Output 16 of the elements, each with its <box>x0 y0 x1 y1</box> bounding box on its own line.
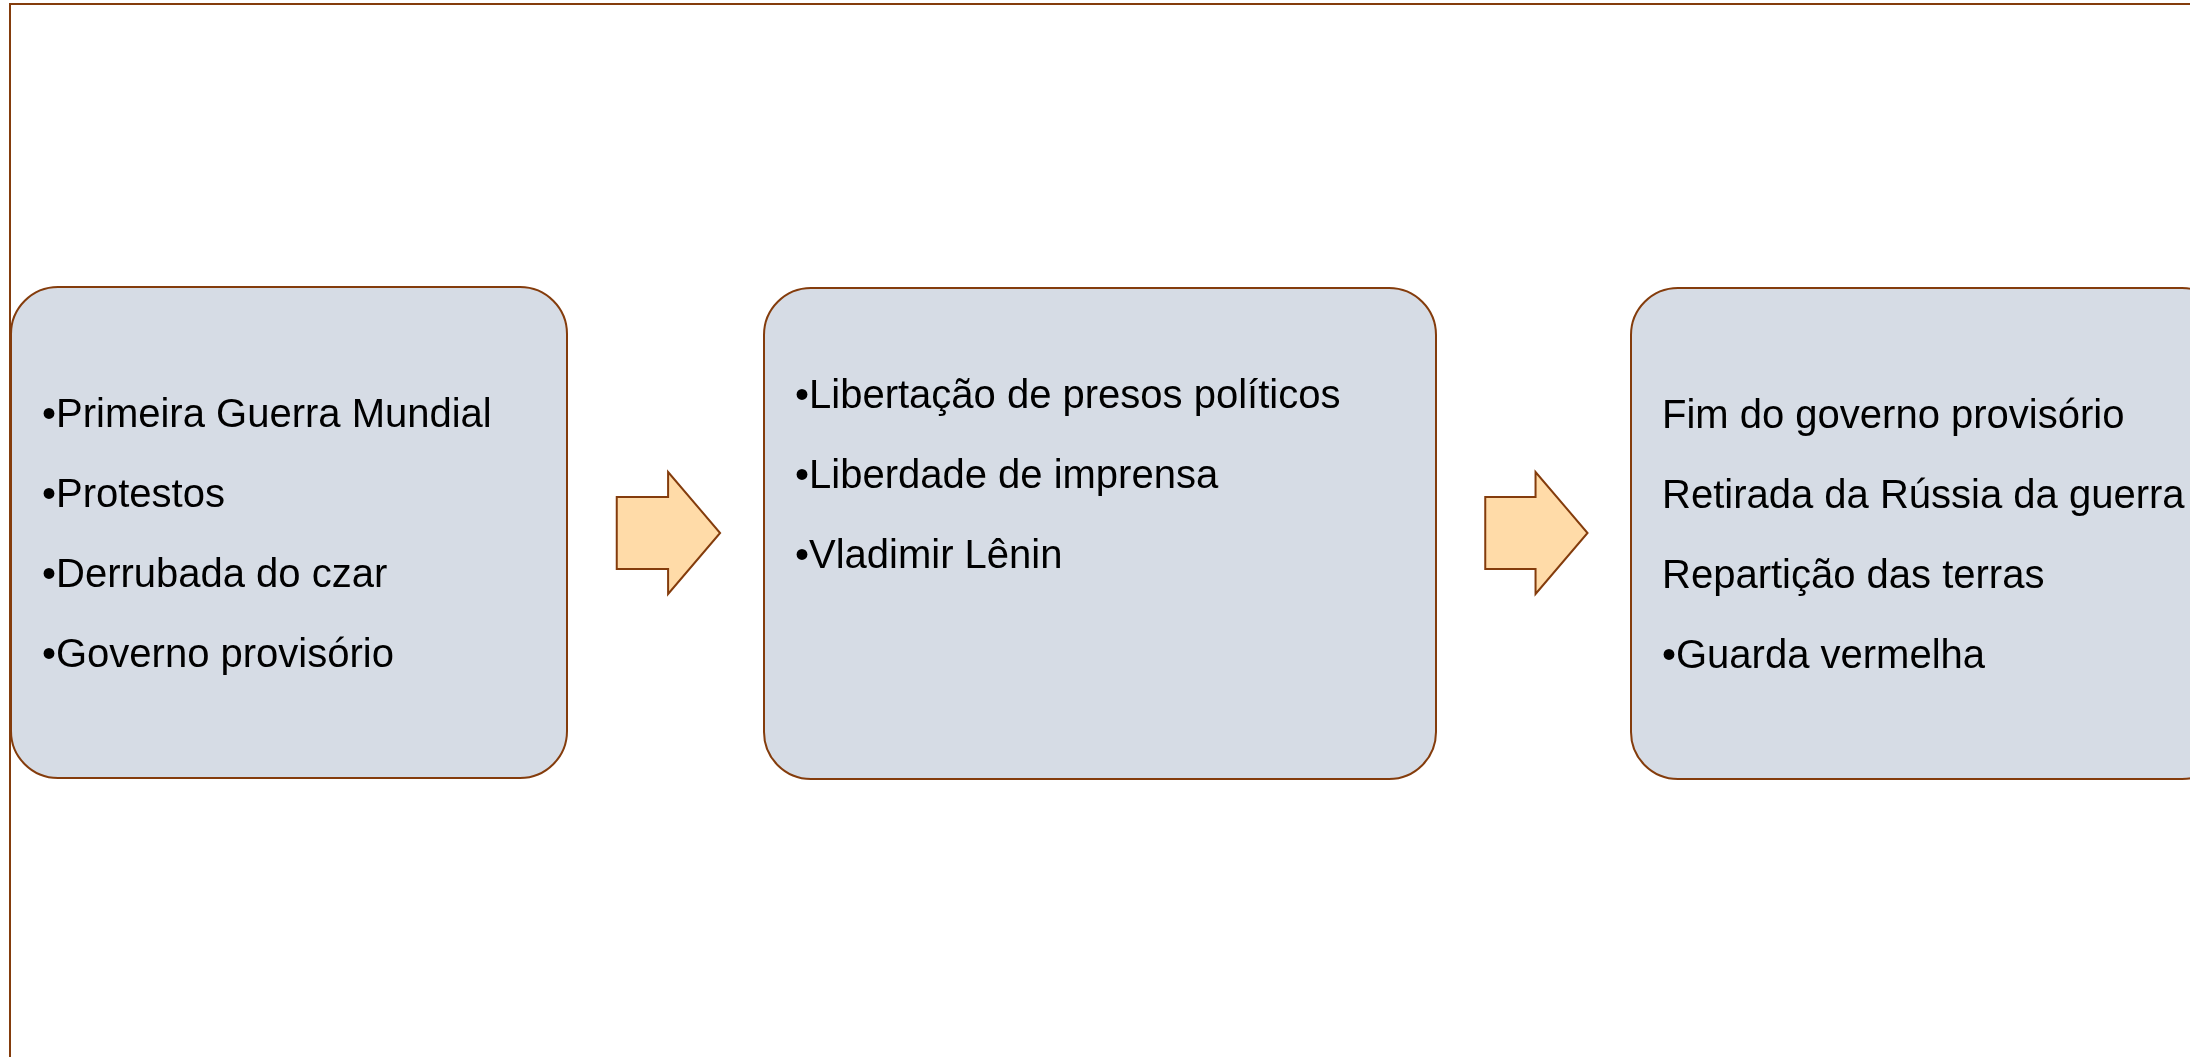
block-arrow <box>1484 469 1589 597</box>
bullet-text: •Protestos <box>42 469 226 517</box>
bullet-text: Fim do governo provisório <box>1662 390 2126 438</box>
bullet-text: •Libertação de presos políticos <box>795 370 1342 418</box>
bullet-text: •Governo provisório <box>42 629 395 677</box>
bullet-text: •Liberdade de imprensa <box>795 450 1220 498</box>
rounded-box <box>763 287 1437 780</box>
bullet-text: •Derrubada do czar <box>42 549 389 597</box>
block-arrow <box>615 469 722 597</box>
bullet-text: •Vladimir Lênin <box>795 530 1064 578</box>
rounded-box <box>10 286 568 779</box>
bullet-text: Repartição das terras <box>1662 550 2046 598</box>
rounded-box <box>1630 287 2190 780</box>
bullet-text: •Guarda vermelha <box>1662 630 1987 678</box>
bullet-text: •Primeira Guerra Mundial <box>42 389 493 437</box>
bullet-text: Retirada da Rússia da guerra <box>1662 470 2186 518</box>
